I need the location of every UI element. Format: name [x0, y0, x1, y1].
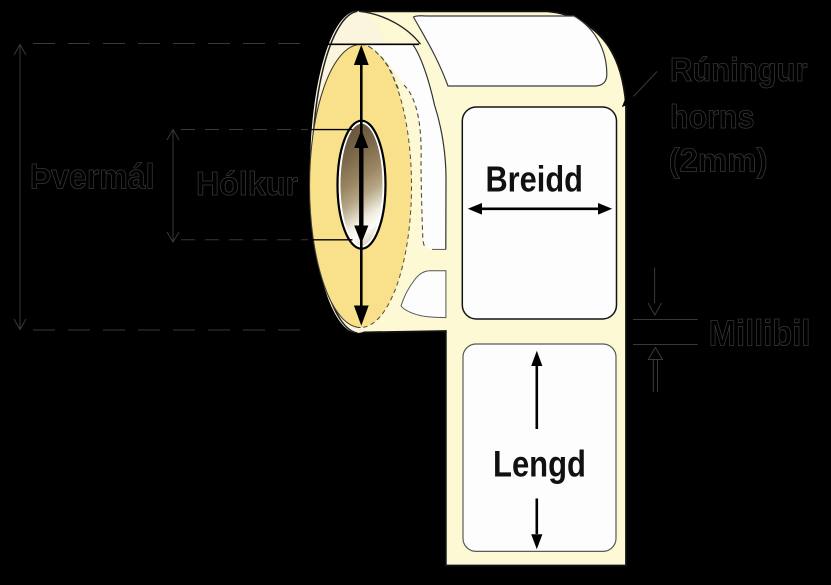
svg-text:Rúningur: Rúningur [670, 51, 808, 88]
svg-text:Millibil: Millibil [709, 312, 811, 353]
svg-text:Breidd: Breidd [485, 159, 583, 200]
svg-text:(2mm): (2mm) [669, 142, 768, 179]
svg-text:Þvermál: Þvermál [30, 158, 155, 197]
svg-text:Lengd: Lengd [493, 443, 586, 484]
svg-text:Hólkur: Hólkur [196, 165, 298, 202]
svg-text:horns: horns [670, 98, 755, 135]
